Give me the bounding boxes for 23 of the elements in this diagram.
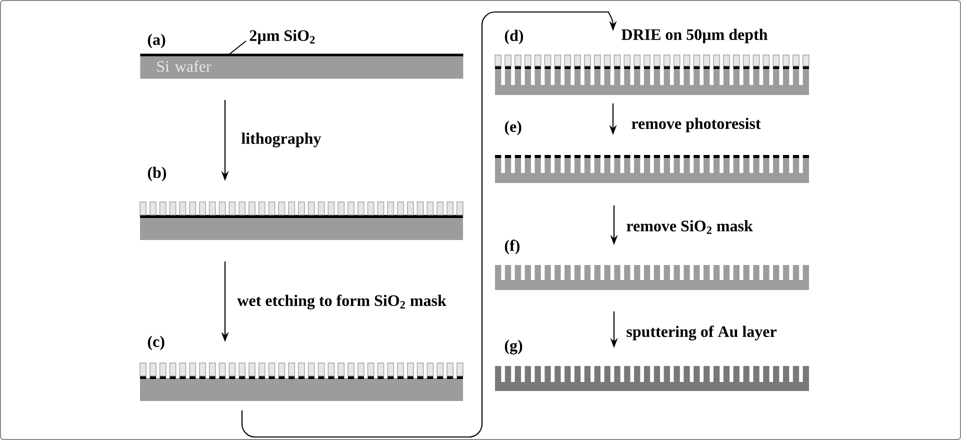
wafer-drawing [494, 54, 810, 95]
leader-line [228, 40, 246, 55]
edge-label: remove SiO$_{2}$ mask [626, 220, 753, 234]
wafer-drawing [495, 155, 809, 183]
panel-label: (a) [148, 34, 166, 48]
edge-label: wet etching to form SiO$_{2}$ mask [237, 294, 446, 310]
wafer-drawing [495, 366, 809, 391]
edge-label: remove photoresist [632, 118, 761, 132]
panel-label: (f) [504, 240, 520, 254]
panel-label: (c) [148, 336, 164, 350]
edge-label: sputtering of Au layer [626, 326, 777, 340]
wafer-drawing [140, 202, 464, 240]
wafer-drawing [495, 265, 809, 290]
oxide-layer [140, 54, 464, 56]
edge-label: DRIE on 50µm depth [622, 28, 768, 44]
edge-label: lithography [242, 132, 322, 148]
panel-label: (e) [504, 120, 522, 136]
layer-label: 2µm SiO$_{2}$ [250, 30, 315, 44]
arrow [241, 11, 617, 438]
wafer-drawing [140, 362, 464, 401]
panel-label: (d) [504, 30, 524, 44]
panel-label: (b) [148, 166, 166, 182]
panel-label: (g) [504, 340, 522, 354]
